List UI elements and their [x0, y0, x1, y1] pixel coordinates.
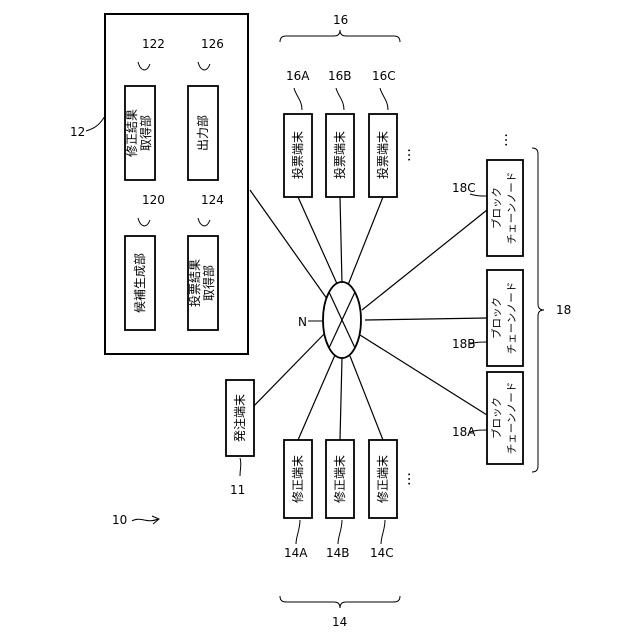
blockchain-b-label: 18B: [452, 337, 476, 351]
order-terminal: 発注端末 11: [226, 380, 254, 497]
candidate-unit-text: 候補生成部: [132, 253, 147, 313]
voting-more-ellipsis: …: [398, 148, 414, 162]
blockchain-node-b-text-2: チェーンノード: [506, 282, 518, 354]
output-unit-text: 出力部: [195, 115, 210, 151]
order-terminal-label: 11: [230, 483, 245, 497]
server-label: 12: [70, 125, 85, 139]
correction-a-leader: [296, 520, 300, 544]
server-leader: [86, 116, 105, 131]
server: 12 修正結果 取得部 122 出力部 126 候補生成部 120 投票結果 取…: [70, 14, 248, 354]
correction-result-unit-label: 122: [142, 37, 165, 51]
voting-b-label: 16B: [328, 69, 352, 83]
voting-group-brace: [280, 30, 400, 42]
correction-terminal-c-text: 修正端末: [375, 455, 390, 503]
voting-result-unit-text-1: 投票結果: [187, 259, 202, 307]
network-node: N: [298, 282, 361, 358]
correction-c-leader: [381, 520, 385, 544]
blockchain-node-c-text-1: ブロック: [490, 187, 503, 229]
voting-a-leader: [294, 88, 302, 110]
candidate-unit-label: 120: [142, 193, 165, 207]
voting-b-leader: [336, 88, 344, 110]
link-correction-c: [350, 356, 383, 440]
correction-b-label: 14B: [326, 546, 350, 560]
link-voting-a: [298, 197, 338, 286]
blockchain-node-b-text-1: ブロック: [490, 297, 503, 339]
voting-terminal-a-text: 投票端末: [290, 131, 305, 179]
link-voting-c: [348, 197, 383, 285]
voting-result-unit-label: 124: [201, 193, 224, 207]
blockchain-node-a-text-2: チェーンノード: [506, 382, 518, 454]
network-label: N: [298, 315, 307, 329]
blockchain-node-group: ブロック チェーンノード 18C … ブロック チェーンノード 18B ブロック…: [452, 133, 571, 472]
correction-more-ellipsis: …: [398, 472, 414, 486]
link-correction-b: [340, 358, 342, 440]
figure-label: 10: [112, 513, 127, 527]
network-connections: [250, 190, 487, 440]
voting-a-label: 16A: [286, 69, 310, 83]
voting-terminal-b-text: 投票端末: [332, 131, 347, 179]
voting-terminal-group: 16 16A 投票端末 16B 投票端末 16C 投票端末 …: [280, 13, 414, 197]
blockchain-group-label: 18: [556, 303, 571, 317]
link-blockchain-c: [362, 210, 487, 310]
voting-result-unit-text-2: 取得部: [201, 265, 216, 301]
voting-group-label: 16: [333, 13, 348, 27]
voting-terminal-c-text: 投票端末: [375, 131, 390, 179]
correction-terminal-a-text: 修正端末: [290, 455, 305, 503]
correction-result-unit-text-1: 修正結果: [124, 109, 139, 157]
correction-terminal-b-text: 修正端末: [332, 455, 347, 503]
correction-group-brace: [280, 596, 400, 608]
order-terminal-leader: [240, 458, 241, 476]
figure-reference: 10: [112, 513, 159, 527]
correction-terminal-group: 修正端末 14A 修正端末 14B 修正端末 14C … 14: [280, 440, 414, 629]
output-unit-label: 126: [201, 37, 224, 51]
link-blockchain-b: [365, 318, 487, 320]
link-correction-a: [298, 355, 335, 440]
correction-group-label: 14: [332, 615, 347, 629]
correction-a-label: 14A: [284, 546, 308, 560]
voting-c-leader: [380, 88, 388, 110]
blockchain-node-a-text-1: ブロック: [490, 397, 503, 439]
link-voting-b: [340, 197, 342, 283]
voting-c-label: 16C: [372, 69, 396, 83]
blockchain-node-c-text-2: チェーンノード: [506, 172, 518, 244]
blockchain-c-label: 18C: [452, 181, 476, 195]
figure-arrow-line: [132, 519, 158, 521]
blockchain-more-ellipsis: …: [495, 133, 511, 147]
correction-b-leader: [338, 520, 342, 544]
blockchain-a-label: 18A: [452, 425, 476, 439]
correction-c-label: 14C: [370, 546, 394, 560]
correction-result-unit-text-2: 取得部: [138, 115, 153, 151]
blockchain-group-brace: [532, 148, 544, 472]
order-terminal-text: 発注端末: [232, 394, 247, 442]
blockchain-c-leader: [470, 194, 487, 196]
